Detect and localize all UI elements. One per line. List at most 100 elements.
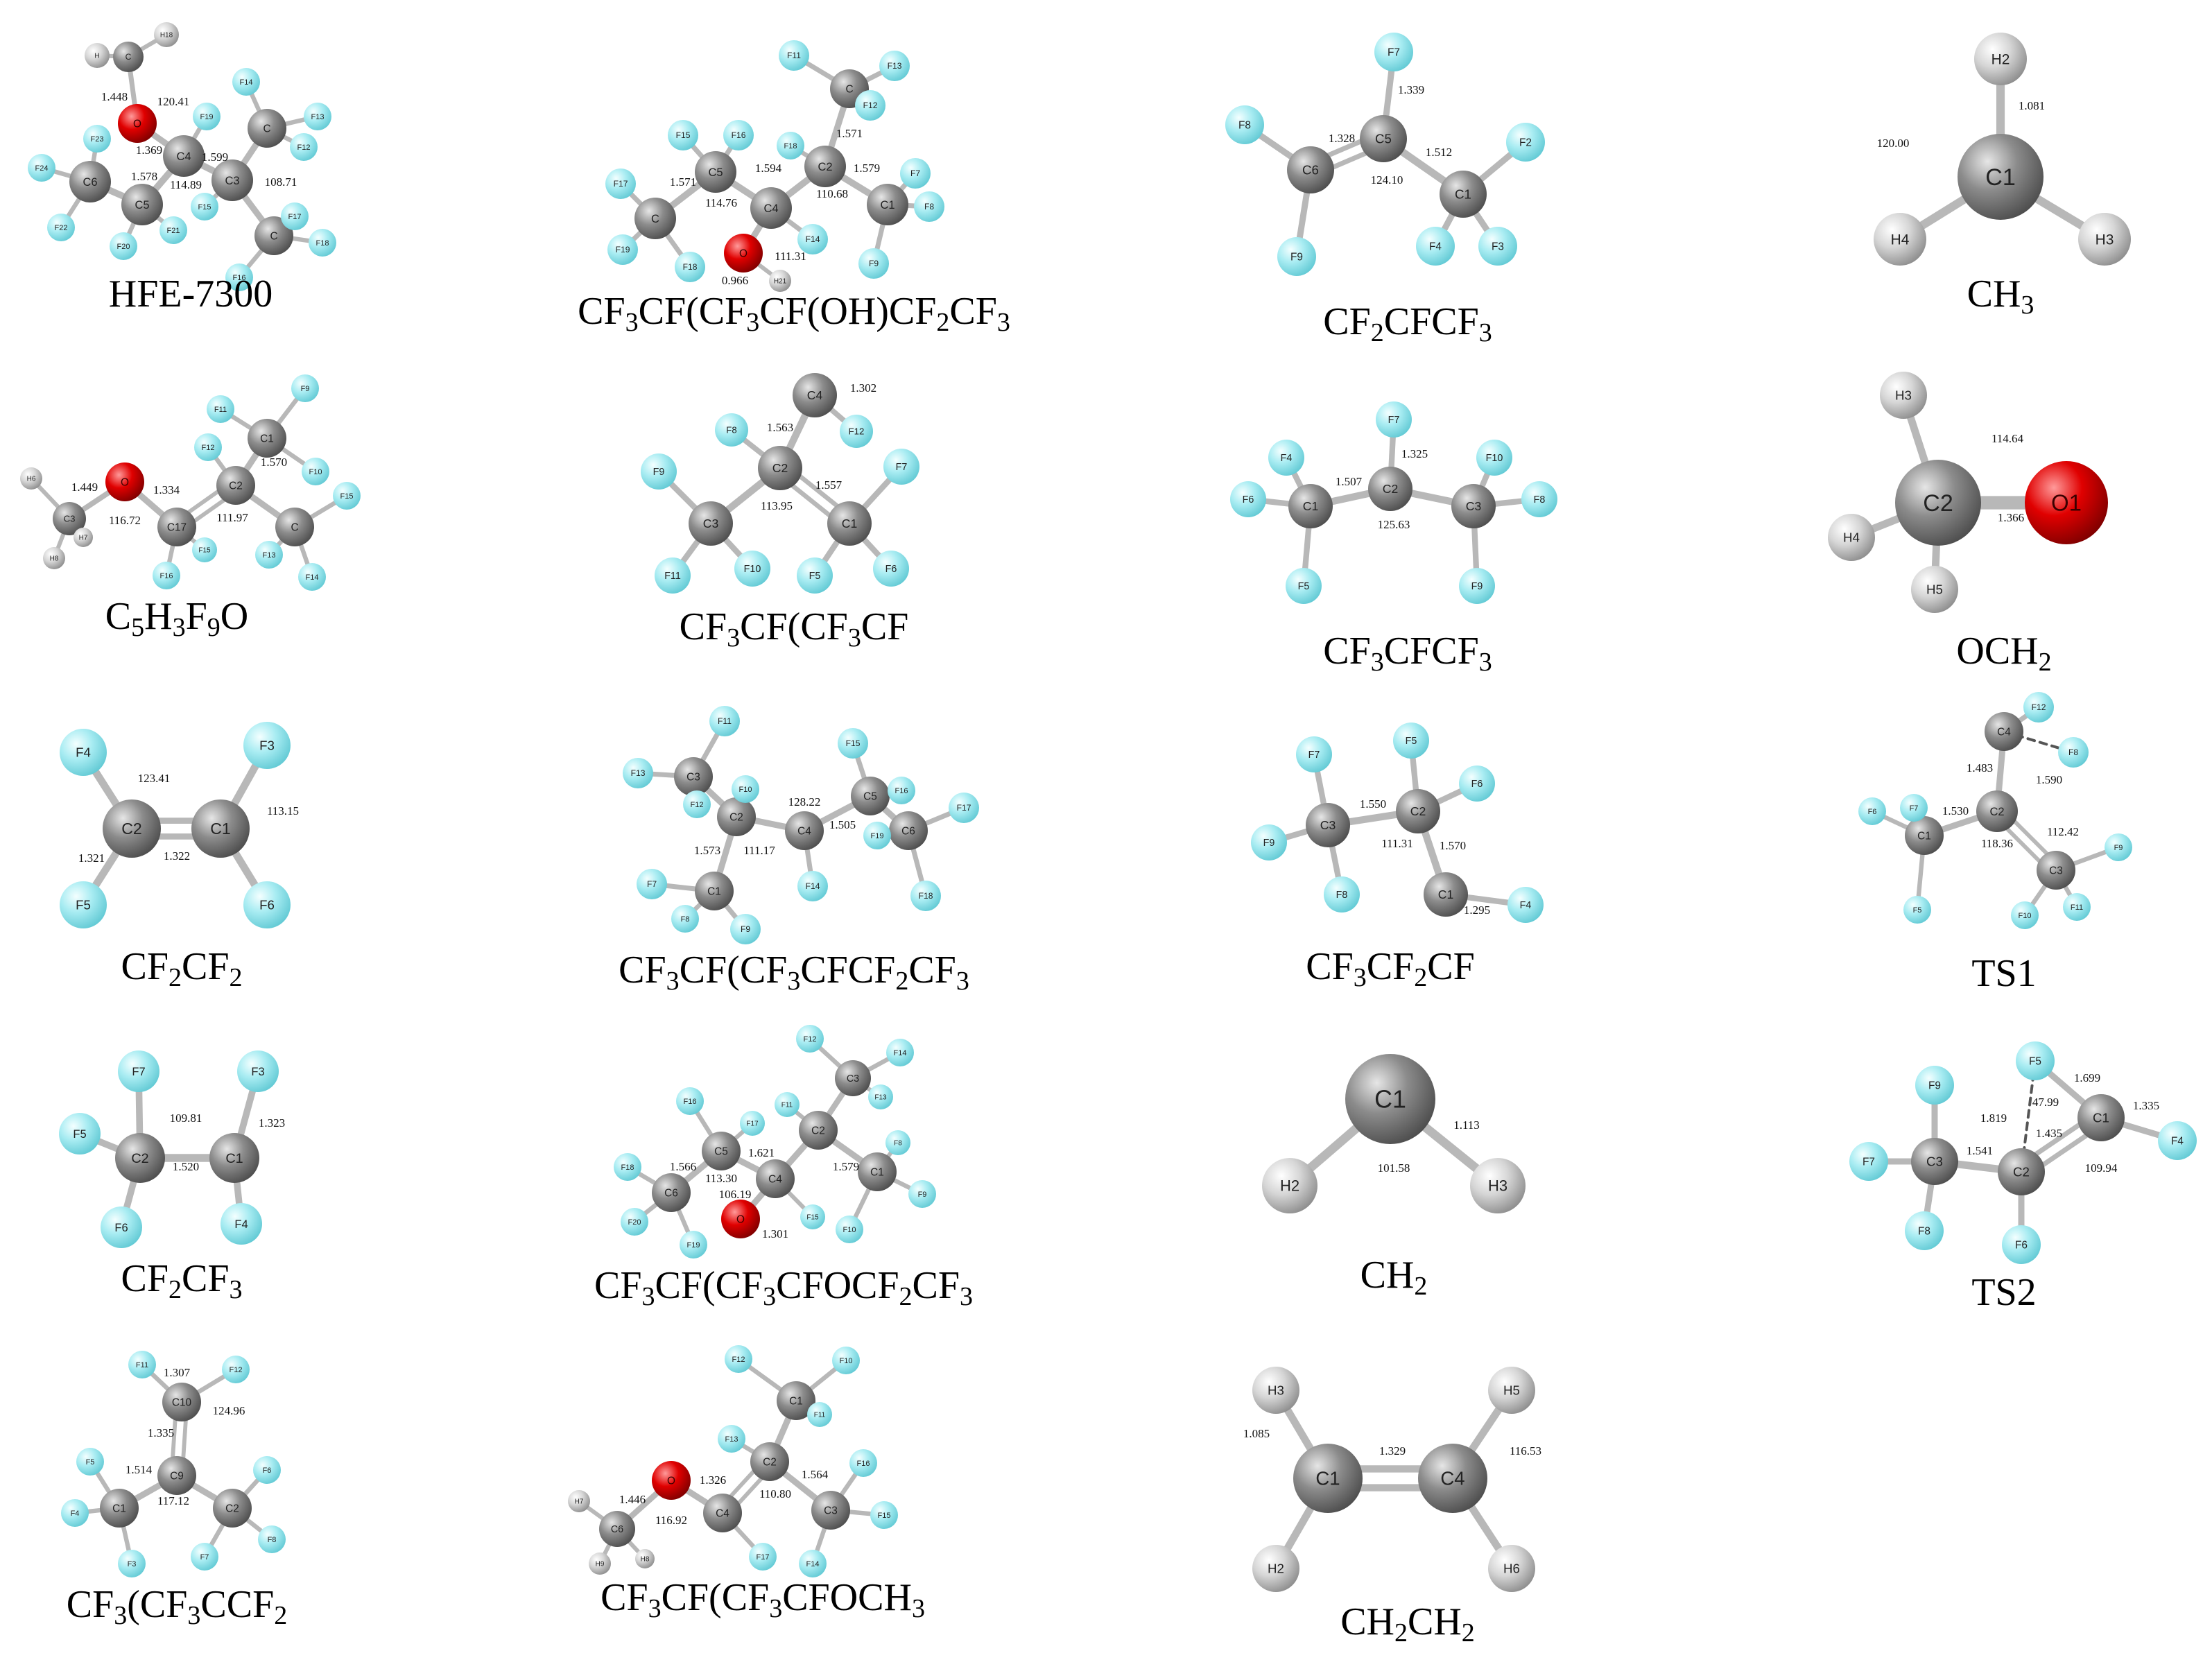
atom-c: C2 [1368,467,1412,511]
caption-text: CF [182,1257,230,1300]
atom-sphere [1225,105,1264,144]
caption-text: CH [1360,1254,1415,1297]
atom-h: H8 [635,1549,655,1568]
atom-sphere [1828,514,1875,561]
atom-sphere [2011,901,2039,929]
atom-label: F5 [809,571,821,582]
atom-sphere [254,216,293,255]
caption-subscript: 3 [229,1275,243,1304]
atom-f: F10 [732,775,759,803]
atom-f: F6 [253,1456,281,1484]
atom-c: C2 [1976,790,2018,832]
atom-sphere [1478,227,1517,266]
geometry-value: 117.12 [157,1494,189,1507]
atom-label: F12 [2032,702,2046,712]
geometry-value: 109.94 [2085,1161,2118,1175]
geometry-value: 124.96 [213,1404,245,1417]
atom-sphere [675,252,705,282]
atom-sphere [1476,440,1512,476]
atom-f: F16 [888,777,915,804]
caption-text: CF(CF [679,949,788,992]
atom-label: F18 [919,891,933,901]
atom-sphere [309,229,336,257]
atom-c: C1 [248,419,286,458]
atom-f: F24 [28,154,55,182]
geometry-value: 108.71 [265,175,297,189]
atom-sphere [60,881,107,928]
atom-label: C4 [176,150,191,163]
geometry-value: 1.113 [1453,1118,1480,1132]
atom-label: C1 [260,433,274,444]
atom-label: C [845,83,853,95]
atom-c: C2 [115,1133,165,1183]
atom-label: F9 [301,385,310,393]
atom-label: C6 [664,1187,678,1199]
atom-o: O [652,1461,691,1500]
atom-sphere [1521,481,1557,517]
atom-sphere [769,270,791,292]
atom-sphere [832,1347,860,1374]
atom-sphere [718,1425,745,1453]
atom-c: C17 [157,508,196,546]
atom-label: C3 [225,175,239,187]
atom-label: F19 [871,832,884,840]
atom-sphere [1974,33,2027,85]
geometry-value: 1.295 [1464,903,1490,917]
geometry-value: 101.58 [1378,1161,1410,1175]
atom-f: F8 [914,191,944,222]
atom-label: C1 [225,1151,243,1166]
atom-label: F3 [1492,241,1504,252]
atom-h: H2 [1974,33,2027,85]
atom-sphere [154,22,179,47]
atom-sphere [1488,1367,1535,1414]
atom-sphere [671,905,699,933]
atom-c: C3 [1306,803,1350,847]
atom-sphere [115,1133,165,1183]
atom-sphere [1880,372,1927,419]
atom-label: C1 [112,1503,126,1514]
atom-sphere [59,1113,101,1154]
caption-text: CFCF [1383,630,1479,673]
atom-h: H8 [43,547,65,569]
atom-f: F8 [715,413,748,447]
caption-text: F [185,595,207,638]
atom-label: F16 [857,1460,870,1468]
atom-sphere [157,508,196,546]
atom-label: F15 [806,1214,819,1222]
atom-sphere [290,133,318,161]
atom-sphere [910,881,941,911]
atom-label: F16 [895,787,908,795]
atom-sphere [2016,1041,2055,1080]
atom-f: F18 [614,1153,641,1181]
atom-label: C1 [707,885,721,897]
caption-subscript: 2 [274,1601,288,1630]
atom-sphere [724,234,763,273]
atom-sphere [835,1060,871,1096]
geometry-value: 1.514 [126,1463,153,1476]
atom-sphere [568,1490,590,1512]
atom-sphere [623,758,653,788]
atom-c: C [634,198,676,239]
atom-label: F10 [843,1226,856,1234]
atom-sphere [222,1356,250,1383]
atom-f: F17 [949,793,979,823]
atom-label: C3 [703,517,719,530]
geometry-value: 116.92 [655,1514,687,1527]
atom-label: H4 [1891,232,1910,248]
geometry-value: 113.30 [705,1172,737,1185]
atom-f: F19 [193,103,221,130]
atom-h: H2 [1262,1158,1317,1213]
atom-sphere [621,1208,648,1236]
atom-label: F9 [1263,838,1275,849]
atom-sphere [191,193,218,220]
atom-sphere [723,120,754,150]
atom-label: F8 [1918,1225,1930,1237]
caption-text: O [220,595,249,638]
caption-subscript: 2 [169,963,182,992]
atom-label: F4 [71,1510,80,1518]
atom-sphere [105,462,144,501]
atom-c: C2 [103,799,161,858]
atom-f: F9 [641,453,677,490]
atom-label: C17 [167,521,187,533]
